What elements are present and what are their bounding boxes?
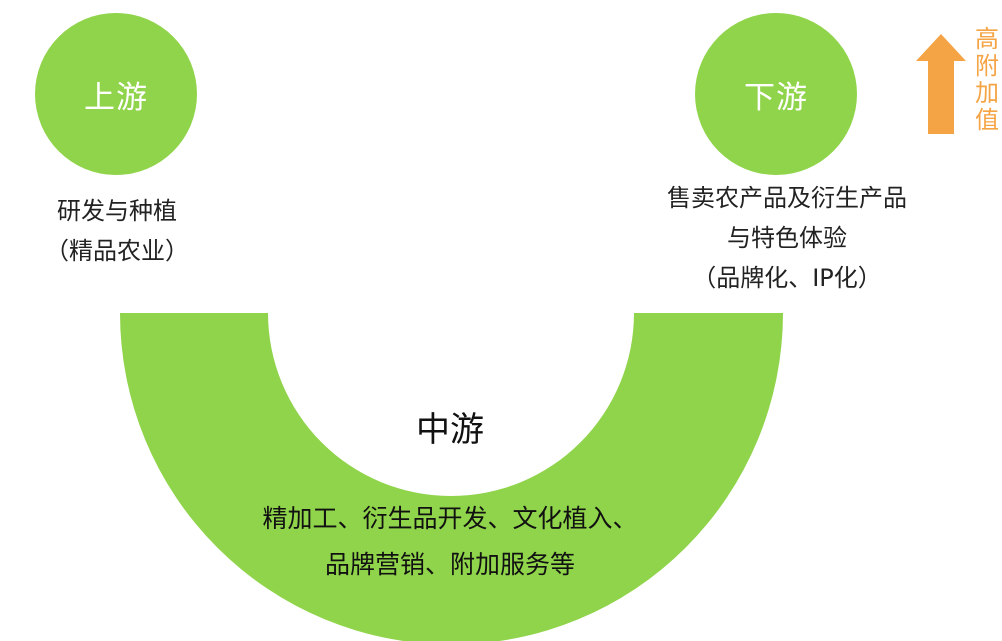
downstream-title: 下游 bbox=[744, 79, 808, 116]
downstream-circle: 下游 bbox=[695, 13, 857, 175]
downstream-caption-line: 售卖农产品及衍生产品 bbox=[667, 184, 907, 212]
downstream-caption-line: 与特色体验 bbox=[727, 224, 847, 252]
upstream-caption: 研发与种植 （精品农业） bbox=[22, 191, 212, 271]
midstream-desc-line: 精加工、衍生品开发、文化植入、 bbox=[262, 504, 638, 533]
upstream-caption-line: 研发与种植 bbox=[57, 197, 177, 225]
up-arrow-icon bbox=[916, 34, 966, 134]
upstream-caption-line: （精品农业） bbox=[45, 237, 189, 265]
upstream-title: 上游 bbox=[84, 79, 148, 116]
midstream-description: 精加工、衍生品开发、文化植入、 品牌营销、附加服务等 bbox=[200, 496, 700, 588]
downstream-caption-line: （品牌化、IP化） bbox=[692, 264, 882, 292]
downstream-caption: 售卖农产品及衍生产品 与特色体验 （品牌化、IP化） bbox=[622, 178, 952, 298]
midstream-desc-line: 品牌营销、附加服务等 bbox=[324, 550, 575, 579]
upstream-circle: 上游 bbox=[35, 13, 197, 175]
value-label: 高附加值 bbox=[975, 25, 999, 134]
midstream-title: 中游 bbox=[416, 410, 484, 450]
midstream-arc-shape bbox=[120, 313, 783, 641]
